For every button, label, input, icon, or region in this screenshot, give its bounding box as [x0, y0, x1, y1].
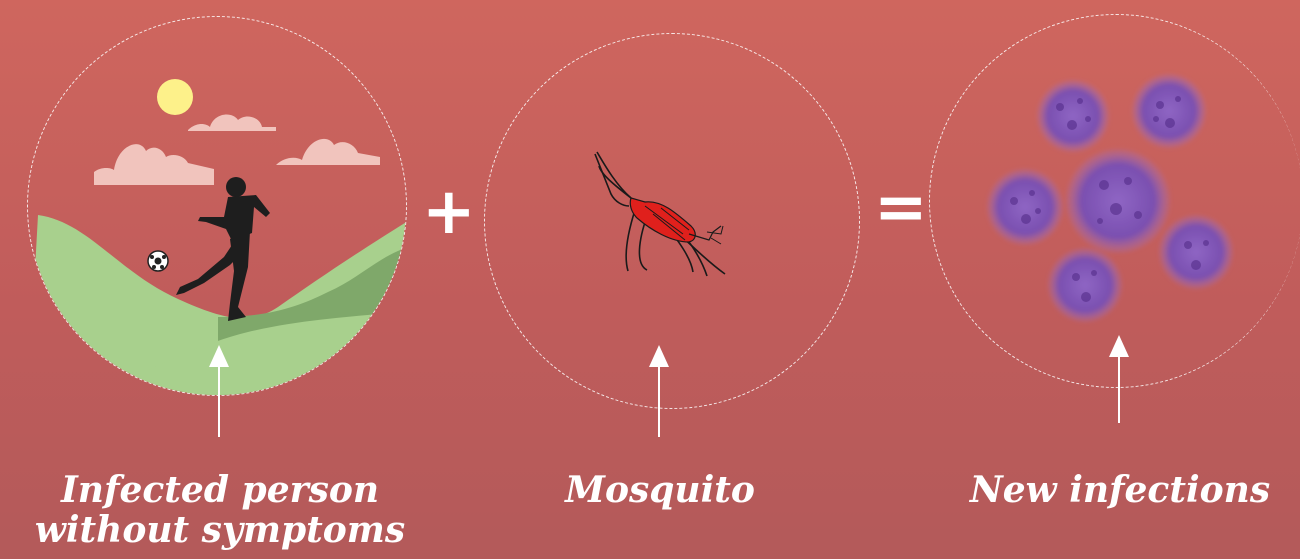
soccer-player-icon: [28, 17, 407, 396]
label-new-infections: New infections: [950, 470, 1290, 510]
sun-icon: [157, 79, 193, 115]
cloud-icon: [276, 139, 380, 165]
label-infected-person: Infected person without symptoms: [10, 470, 430, 550]
up-arrow-icon: [207, 345, 231, 437]
up-arrow-icon: [1107, 335, 1131, 423]
person-circle: [27, 16, 407, 396]
infections-circle: [929, 14, 1300, 388]
cloud-icon: [188, 115, 276, 131]
cloud-icon: [94, 144, 214, 185]
infected-cells-icon: [930, 15, 1300, 388]
label-mosquito: Mosquito: [520, 470, 800, 510]
player-silhouette: [176, 177, 270, 321]
up-arrow-icon: [647, 345, 671, 437]
equals-operator: =: [874, 176, 928, 240]
plus-operator: +: [422, 180, 476, 244]
mosquito-icon: [485, 34, 860, 409]
mosquito-circle: [484, 33, 860, 409]
